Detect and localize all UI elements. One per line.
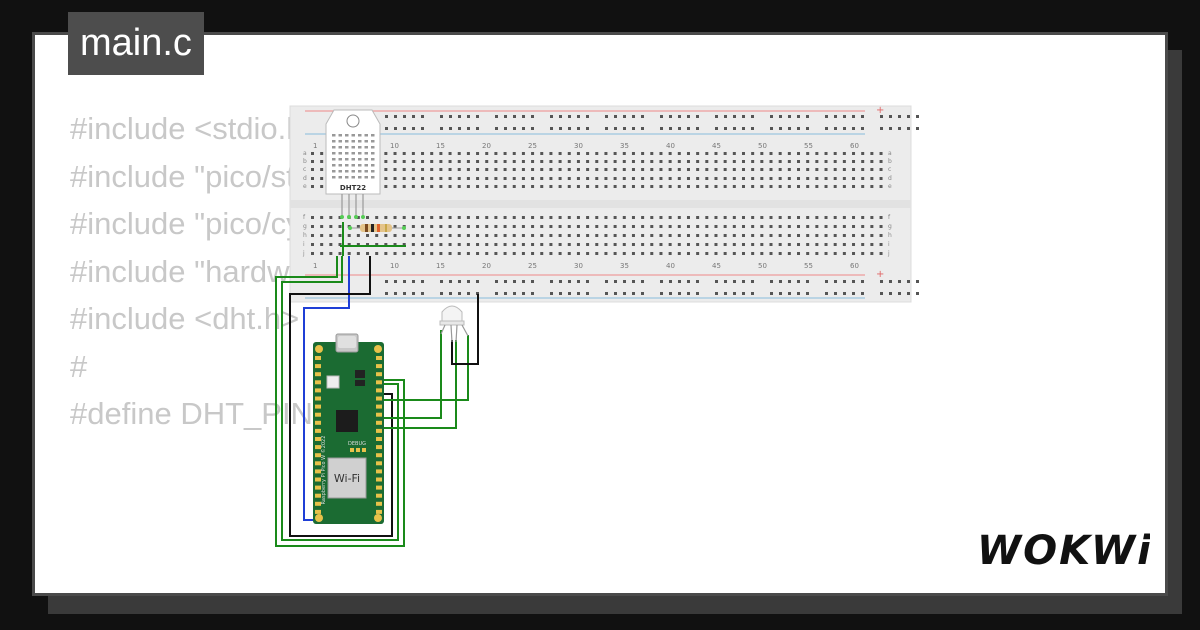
svg-text:e: e	[303, 183, 307, 190]
pico-w-board[interactable]: DEBUG Wi-Fi Raspberry Pi Pico W ©2022	[313, 333, 384, 524]
svg-text:f: f	[888, 214, 891, 221]
svg-text:d: d	[888, 175, 892, 182]
svg-text:g: g	[888, 223, 892, 230]
svg-text:30: 30	[574, 142, 583, 150]
wokwi-logo-text: WOKWi	[977, 528, 1150, 574]
svg-text:15: 15	[436, 262, 445, 270]
sensor-label: DHT22	[340, 184, 366, 192]
svg-text:1: 1	[313, 142, 317, 150]
svg-text:j: j	[887, 250, 890, 257]
svg-text:i: i	[303, 241, 305, 248]
file-tab[interactable]: main.c	[68, 12, 204, 75]
svg-text:50: 50	[758, 142, 767, 150]
pico-pins	[315, 356, 382, 514]
rgb-led[interactable]	[439, 305, 469, 343]
svg-text:a: a	[888, 150, 892, 157]
rail-plus-top: +	[876, 105, 884, 116]
svg-text:h: h	[888, 232, 892, 239]
rail-holes	[385, 115, 919, 295]
svg-text:c: c	[888, 166, 891, 173]
svg-text:g: g	[303, 223, 307, 230]
svg-text:25: 25	[528, 262, 537, 270]
rail-plus-bottom: +	[876, 269, 884, 280]
svg-text:60: 60	[850, 262, 859, 270]
svg-text:50: 50	[758, 262, 767, 270]
svg-text:a: a	[303, 150, 307, 157]
row-letters: a b c d e f g h i j a b c d e f g h i j	[302, 150, 892, 257]
svg-text:e: e	[888, 183, 892, 190]
svg-text:c: c	[303, 166, 306, 173]
svg-text:10: 10	[390, 262, 399, 270]
breadboard: + + 1 10 15 20 25 30 35 40 45 50 55 60 1…	[289, 105, 919, 303]
sensor-pin-dots	[340, 215, 365, 219]
board-name-label: Raspberry Pi Pico W ©2022	[320, 436, 327, 505]
svg-text:15: 15	[436, 142, 445, 150]
column-numbers-top: 1 10 15 20 25 30 35 40 45 50 55 60	[313, 142, 859, 150]
svg-text:10: 10	[390, 142, 399, 150]
wifi-label: Wi-Fi	[334, 472, 360, 485]
svg-text:b: b	[303, 158, 307, 165]
svg-text:45: 45	[712, 262, 721, 270]
svg-text:b: b	[888, 158, 892, 165]
sensor-grille	[332, 134, 375, 179]
pullup-resistor[interactable]	[348, 224, 406, 232]
svg-text:20: 20	[482, 262, 491, 270]
code-line: #	[70, 348, 88, 384]
svg-text:40: 40	[666, 142, 675, 150]
wokwi-logo: WOKWi	[977, 528, 1150, 574]
svg-text:25: 25	[528, 142, 537, 150]
svg-text:1: 1	[313, 262, 317, 270]
svg-text:45: 45	[712, 142, 721, 150]
svg-text:20: 20	[482, 142, 491, 150]
debug-label: DEBUG	[348, 441, 366, 447]
svg-text:f: f	[303, 214, 306, 221]
svg-text:55: 55	[804, 142, 813, 150]
svg-text:55: 55	[804, 262, 813, 270]
wires	[275, 222, 479, 547]
svg-text:h: h	[303, 232, 307, 239]
column-numbers-bottom: 1 10 15 20 25 30 35 40 45 50 55 60	[313, 262, 859, 270]
svg-text:30: 30	[574, 262, 583, 270]
svg-text:60: 60	[850, 142, 859, 150]
svg-text:d: d	[303, 175, 307, 182]
sensor-pins	[341, 194, 364, 216]
svg-text:j: j	[302, 250, 305, 257]
dht22-sensor[interactable]: DHT22	[325, 109, 381, 219]
svg-text:40: 40	[666, 262, 675, 270]
svg-text:35: 35	[620, 262, 629, 270]
svg-text:35: 35	[620, 142, 629, 150]
svg-text:i: i	[888, 241, 890, 248]
